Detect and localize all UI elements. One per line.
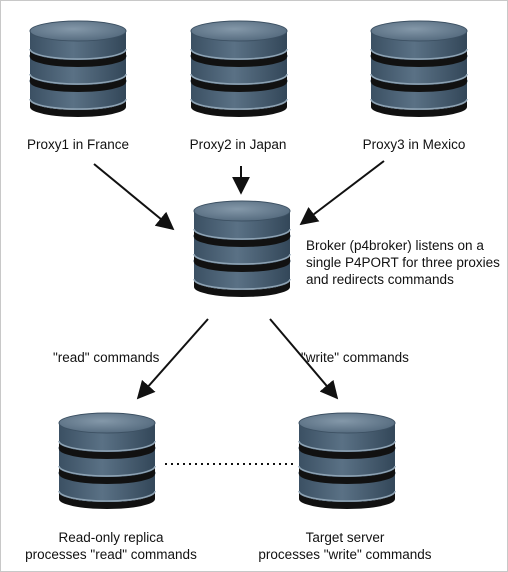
target-label: Target server processes "write" commands bbox=[258, 530, 432, 562]
arrow-broker-to-replica bbox=[136, 318, 209, 400]
proxy-japan-label: Proxy2 in Japan bbox=[189, 137, 287, 152]
proxy-mexico-label: Proxy3 in Mexico bbox=[362, 137, 466, 152]
broker-database-icon bbox=[193, 200, 291, 297]
arrow-broker-to-target bbox=[269, 318, 339, 400]
replica-database-icon bbox=[58, 412, 156, 509]
proxy-japan-database-icon bbox=[190, 20, 288, 117]
proxy-mexico-database-icon bbox=[370, 20, 468, 117]
write-commands-label: "write" commands bbox=[301, 350, 409, 365]
proxy-france-label: Proxy1 in France bbox=[26, 137, 130, 152]
target-database-icon bbox=[298, 412, 396, 509]
arrow-mexico-to-broker bbox=[299, 160, 385, 226]
proxy-france-database-icon bbox=[29, 20, 127, 117]
broker-description: Broker (p4broker) listens on a single P4… bbox=[306, 238, 500, 287]
replica-label: Read-only replica processes "read" comma… bbox=[25, 530, 197, 562]
arrow-france-to-broker bbox=[93, 163, 175, 231]
read-commands-label: "read" commands bbox=[53, 350, 160, 365]
